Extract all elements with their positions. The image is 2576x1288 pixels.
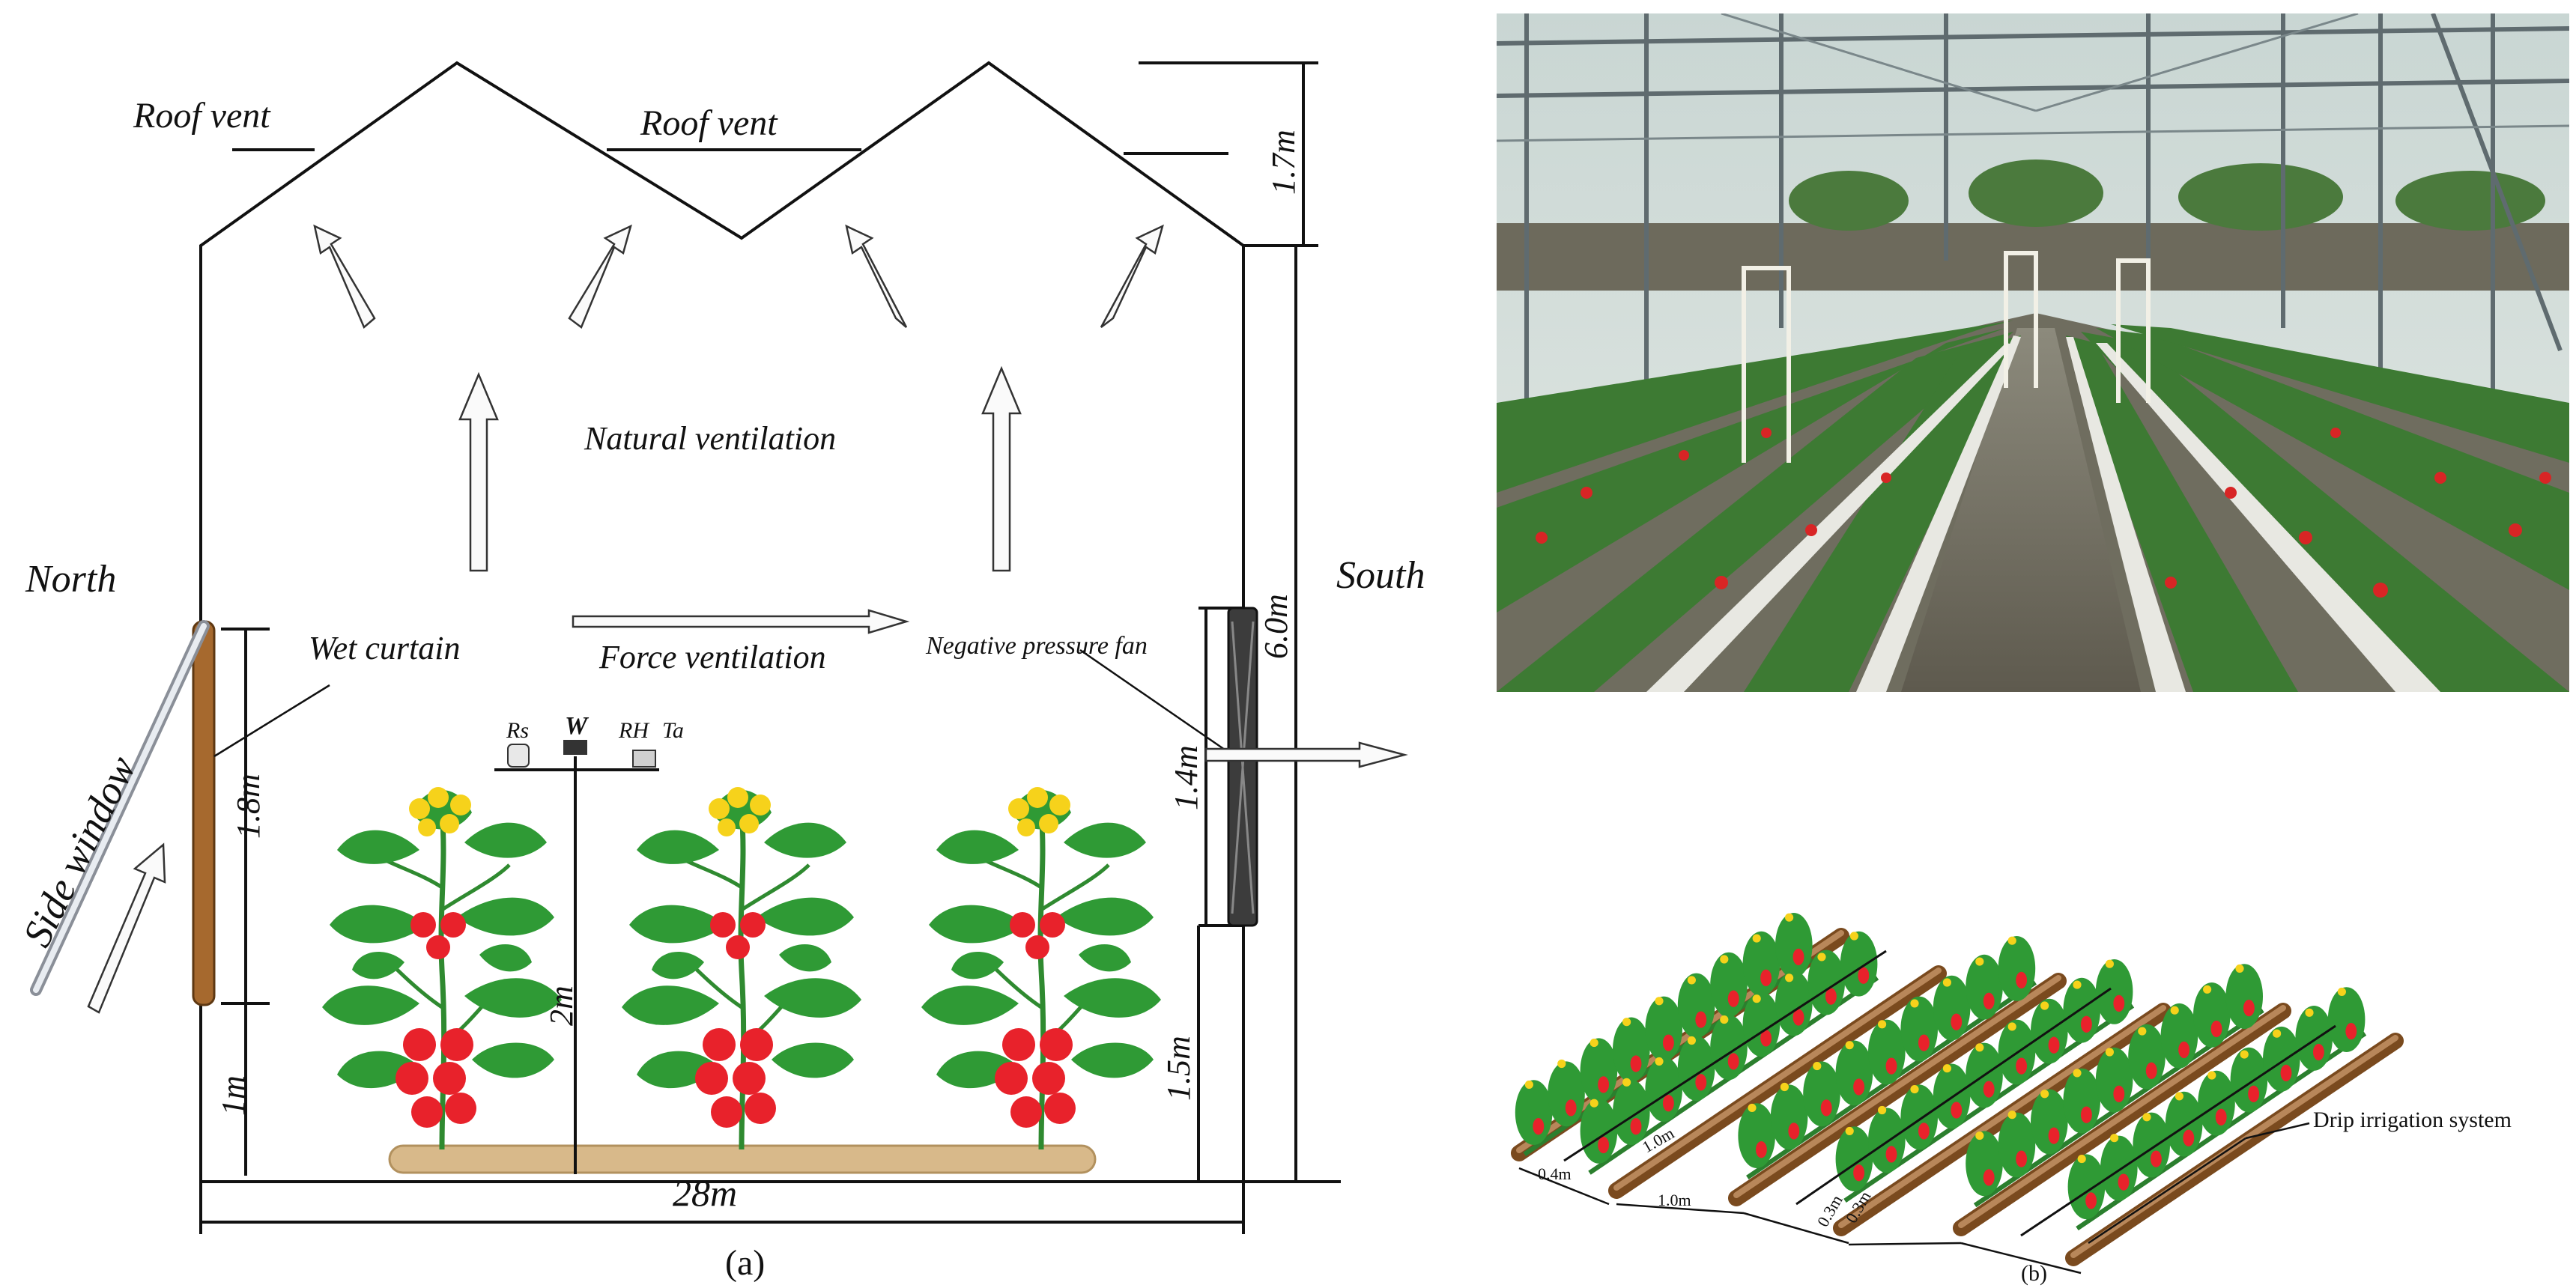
- roof-vent-left-label: Roof vent: [133, 96, 271, 136]
- tomato-plant-1: [322, 787, 562, 1149]
- sensor-mast: [494, 740, 659, 1174]
- sensor-height-label: 2m: [543, 985, 580, 1026]
- wet-curtain-label: Wet curtain: [309, 630, 460, 666]
- drip-irrigation-diagram: 0.4m 1.0m 1.0m 0.3m 0.3m Drip irrigation…: [1497, 704, 2512, 1286]
- spacing-label-1: 0.4m: [1538, 1164, 1572, 1183]
- greenhouse-photo: [1497, 13, 2569, 692]
- width-label: 28m: [673, 1172, 737, 1214]
- sensor-w-label: W: [565, 712, 590, 740]
- curtain-height-label: 1.8m: [230, 774, 267, 839]
- right-dimension-lines: [1139, 61, 1318, 1182]
- drip-irrigation-label: Drip irrigation system: [2313, 1108, 2512, 1132]
- north-label: North: [25, 558, 116, 601]
- sensor-rs-label: Rs: [506, 718, 529, 743]
- greenhouse-cross-section-diagram: Roof vent Roof vent Natural ventilation …: [14, 61, 1425, 1283]
- curtain-base-label: 1m: [215, 1075, 252, 1116]
- force-ventilation-label: Force ventilation: [598, 639, 826, 675]
- panel-a-caption: (a): [725, 1243, 765, 1283]
- south-label: South: [1336, 554, 1425, 597]
- fan-base-label: 1.5m: [1160, 1036, 1197, 1101]
- roof-height-label: 1.7m: [1265, 130, 1302, 195]
- roof-vent-right-label: Roof vent: [640, 103, 778, 143]
- natural-ventilation-label: Natural ventilation: [584, 420, 836, 457]
- left-dimension-lines: [221, 628, 270, 1176]
- tomato-plant-2: [622, 787, 861, 1149]
- wall-height-label: 6.0m: [1258, 594, 1294, 659]
- sensor-ta-label: Ta: [662, 718, 684, 743]
- soil-bed: [388, 1144, 1097, 1174]
- tomato-plant-3: [921, 787, 1161, 1149]
- sensor-rh-label: RH: [618, 718, 650, 743]
- fan-leader: [1079, 648, 1235, 758]
- spacing-dimensions: [1518, 1167, 2082, 1275]
- spacing-label-3: 1.0m: [1658, 1191, 1691, 1209]
- negative-pressure-fan-label: Negative pressure fan: [925, 632, 1148, 660]
- airflow-arrows: [87, 224, 1408, 1014]
- wet-curtain: [192, 620, 216, 1006]
- fan-height-label: 1.4m: [1168, 745, 1204, 810]
- wet-curtain-leader: [213, 684, 330, 758]
- panel-b-caption: (b): [2021, 1261, 2047, 1286]
- width-dimension: [199, 1182, 1245, 1234]
